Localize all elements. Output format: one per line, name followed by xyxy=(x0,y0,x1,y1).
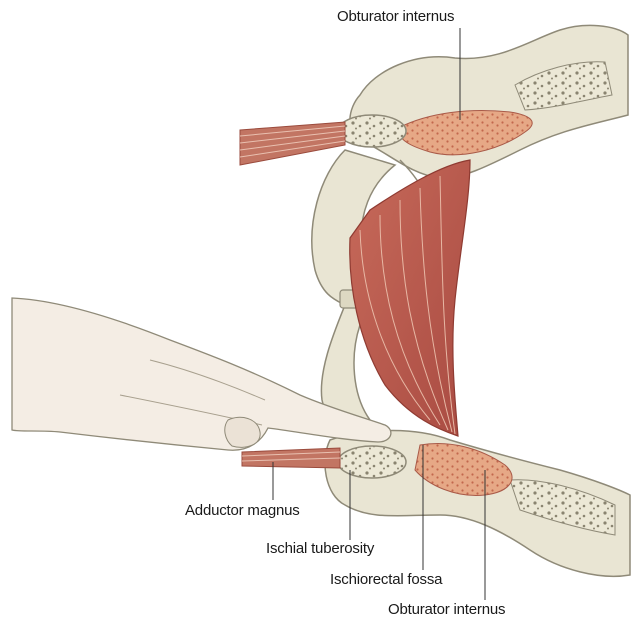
upper-bone-section xyxy=(338,115,406,147)
upper-tendon xyxy=(240,122,345,165)
label-ischial-tuberosity: Ischial tuberosity xyxy=(266,540,374,557)
label-ischiorectal-fossa: Ischiorectal fossa xyxy=(330,571,442,588)
ischial-tuberosity-bone xyxy=(338,446,406,478)
label-obturator-internus-bottom: Obturator internus xyxy=(388,601,505,618)
label-adductor-magnus: Adductor magnus xyxy=(185,502,300,519)
upper-pelvic-bone xyxy=(350,25,628,178)
adductor-magnus-tendon xyxy=(242,448,340,468)
label-obturator-internus-top: Obturator internus xyxy=(337,8,454,25)
